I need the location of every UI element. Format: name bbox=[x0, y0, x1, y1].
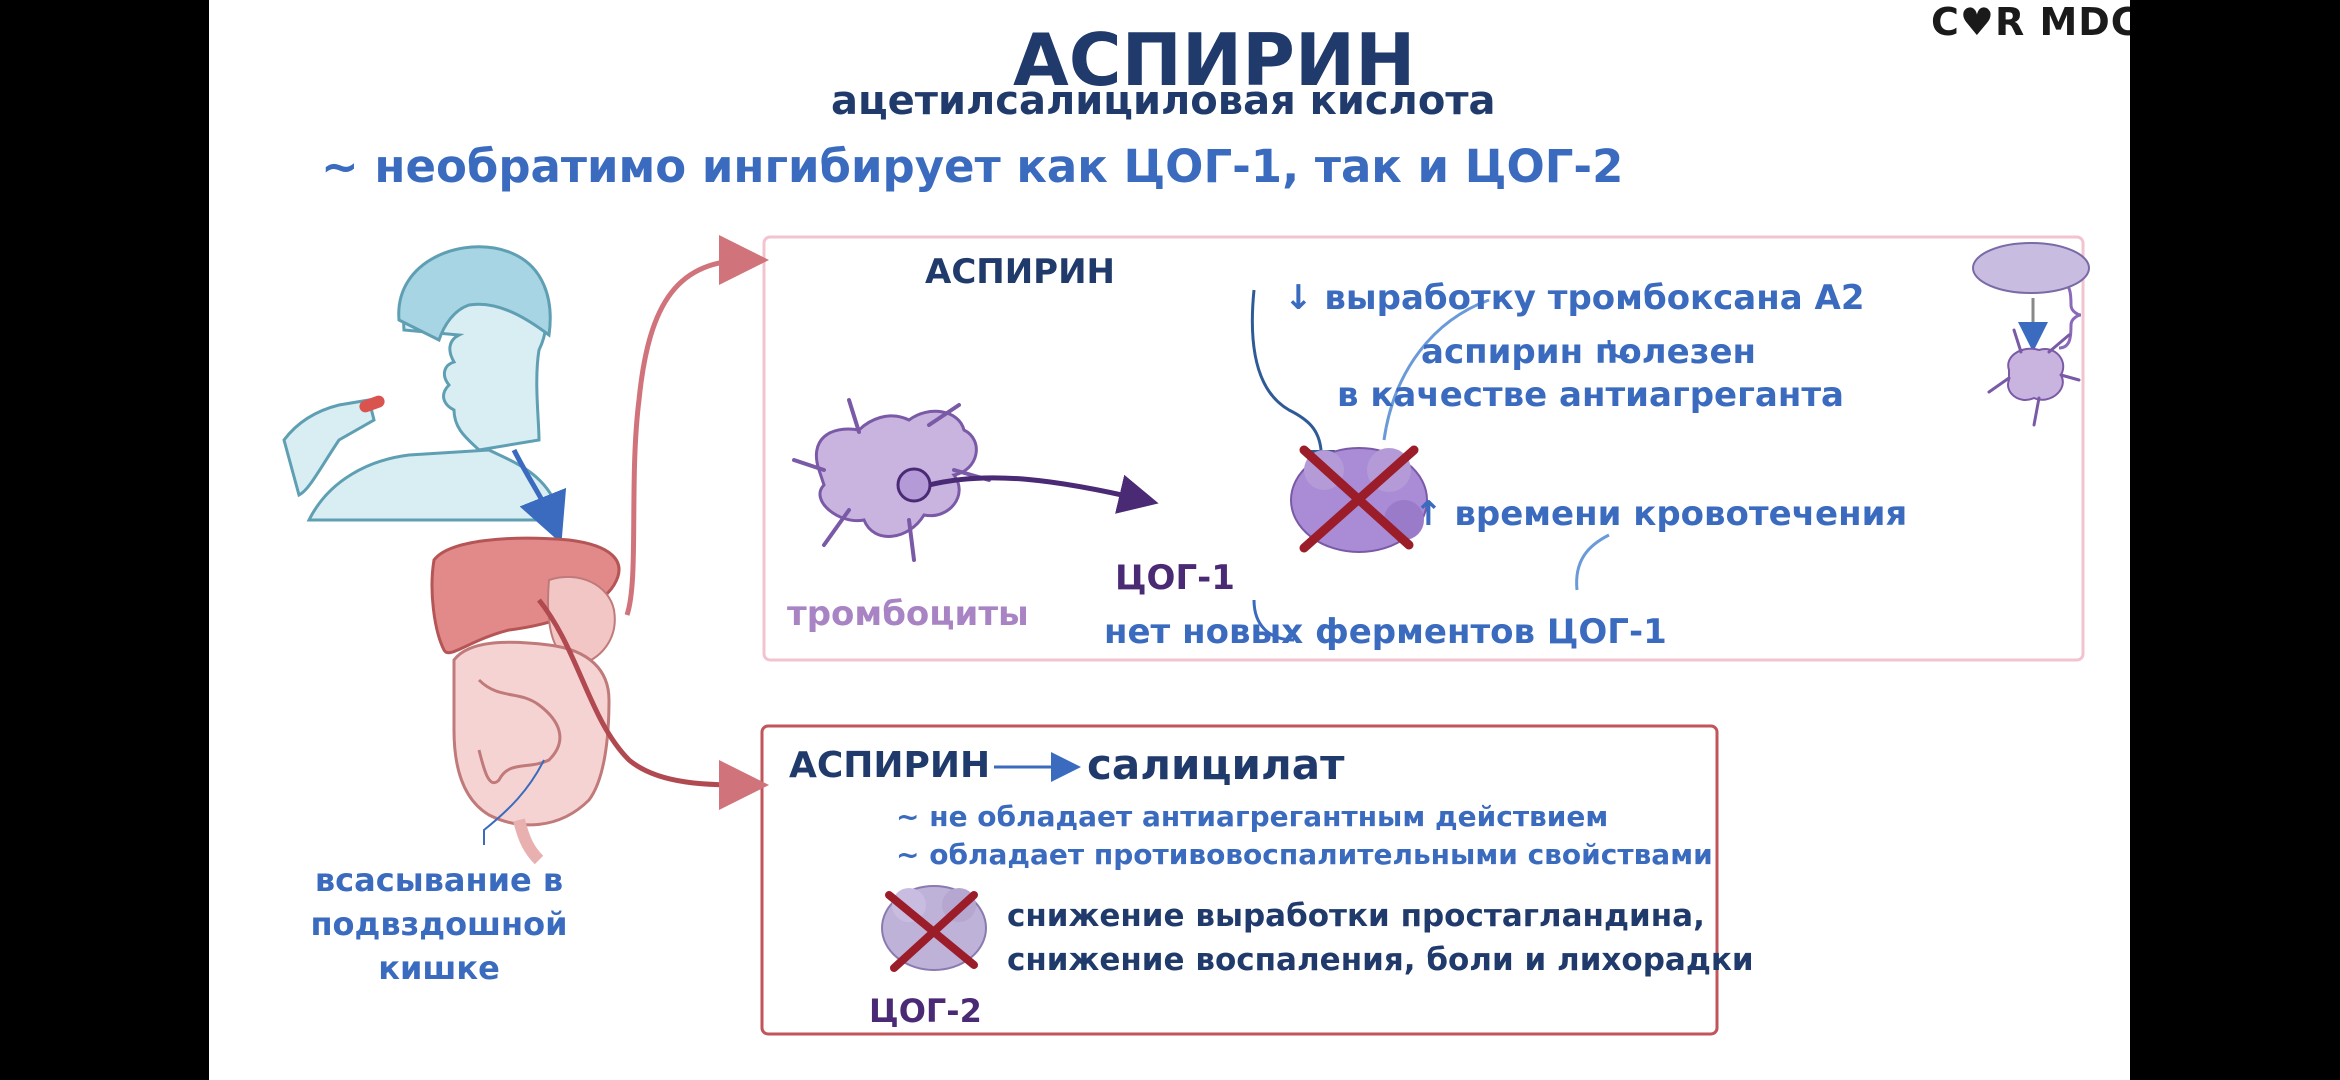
bleeding-text: времени кровотечения bbox=[1454, 494, 1908, 534]
mechanism-text: необратимо ингибирует как ЦОГ-1, так и Ц… bbox=[374, 140, 1624, 193]
platelet-to-cox1-arrow bbox=[928, 474, 1159, 514]
cox1-to-thromboxane-line bbox=[1382, 298, 1490, 441]
mechanism-line: ~ необратимо ингибирует как ЦОГ-1, так и… bbox=[321, 140, 1623, 193]
effect-line-2: снижение воспаления, боли и лихорадки bbox=[1007, 942, 1754, 978]
illustration-layer bbox=[282, 235, 2090, 1036]
thromboxane-bracket bbox=[2058, 280, 2082, 350]
bottom-box-border bbox=[760, 724, 1719, 1036]
point-1: ~ не обладает антиагрегантным действием bbox=[896, 800, 1608, 833]
point-1-bullet: ~ bbox=[896, 800, 920, 833]
arrow-to-top-box bbox=[624, 235, 769, 616]
digestive-organs-illustration bbox=[430, 536, 621, 865]
arrow-up-icon: ↑ bbox=[1414, 494, 1443, 534]
useful-pointer bbox=[1607, 339, 1630, 359]
no-enzymes-label: нет новых ферментов ЦОГ-1 bbox=[1104, 612, 1667, 652]
point-2: ~ обладает противовоспалительными свойст… bbox=[896, 838, 1713, 871]
cox2-label: ЦОГ-2 bbox=[869, 992, 982, 1030]
point-1-text: не обладает антиагрегантным действием bbox=[929, 800, 1609, 833]
top-box-border bbox=[762, 235, 2085, 662]
person-to-liver-arrow bbox=[511, 448, 567, 544]
slide: C♥R MDC АСПИРИН ацетилсалициловая кислот… bbox=[209, 0, 2130, 1080]
logo: C♥R MDC bbox=[1931, 0, 2130, 44]
cox1-enzyme bbox=[1290, 445, 1428, 553]
effect-line-1: снижение выработки простагландина, bbox=[1007, 898, 1705, 934]
thromboxane-line: ↓ выработку тромбоксана А2 bbox=[1284, 278, 1864, 318]
bottom-aspirin-label: АСПИРИН bbox=[789, 745, 991, 786]
activated-platelet bbox=[1987, 328, 2081, 427]
aspirin-inhibition-line bbox=[1250, 289, 1323, 451]
mechanism-bullet: ~ bbox=[321, 140, 359, 193]
absorption-label: всасывание в подвздошной кишке bbox=[304, 858, 574, 990]
arrow-down-icon: ↓ bbox=[1284, 278, 1313, 318]
thromboxane-text: выработку тромбоксана А2 bbox=[1324, 278, 1865, 318]
arrow-to-bottom-box bbox=[537, 598, 769, 810]
platelets-label: тромбоциты bbox=[787, 594, 1029, 634]
cox1-label: ЦОГ-1 bbox=[1115, 558, 1235, 598]
page-title: АСПИРИН bbox=[1013, 18, 1416, 102]
page-subtitle: ацетилсалициловая кислота bbox=[831, 78, 1496, 124]
point-2-bullet: ~ bbox=[896, 838, 920, 871]
useful-line-2: в качестве антиагреганта bbox=[1337, 375, 1844, 415]
absorption-line-1: всасывание в bbox=[314, 861, 564, 899]
absorption-pointer bbox=[483, 759, 545, 845]
point-2-text: обладает противовоспалительными свойства… bbox=[929, 838, 1713, 871]
absorption-line-3: кишке bbox=[378, 949, 500, 987]
platelet-illustration bbox=[792, 398, 991, 562]
top-aspirin-label: АСПИРИН bbox=[925, 252, 1116, 292]
cox2-enzyme bbox=[881, 885, 987, 972]
bleeding-pointer bbox=[1575, 533, 1610, 591]
cox1-cross bbox=[1299, 445, 1419, 553]
absorption-line-2: подвздошной bbox=[310, 905, 568, 943]
salicylate-label: салицилат bbox=[1087, 740, 1345, 789]
person-illustration bbox=[282, 245, 561, 522]
resting-platelet bbox=[1972, 242, 2090, 294]
bleeding-line: ↑ времени кровотечения bbox=[1414, 494, 1907, 534]
cox2-cross bbox=[885, 891, 978, 972]
useful-line-1: аспирин полезен bbox=[1421, 332, 1757, 372]
